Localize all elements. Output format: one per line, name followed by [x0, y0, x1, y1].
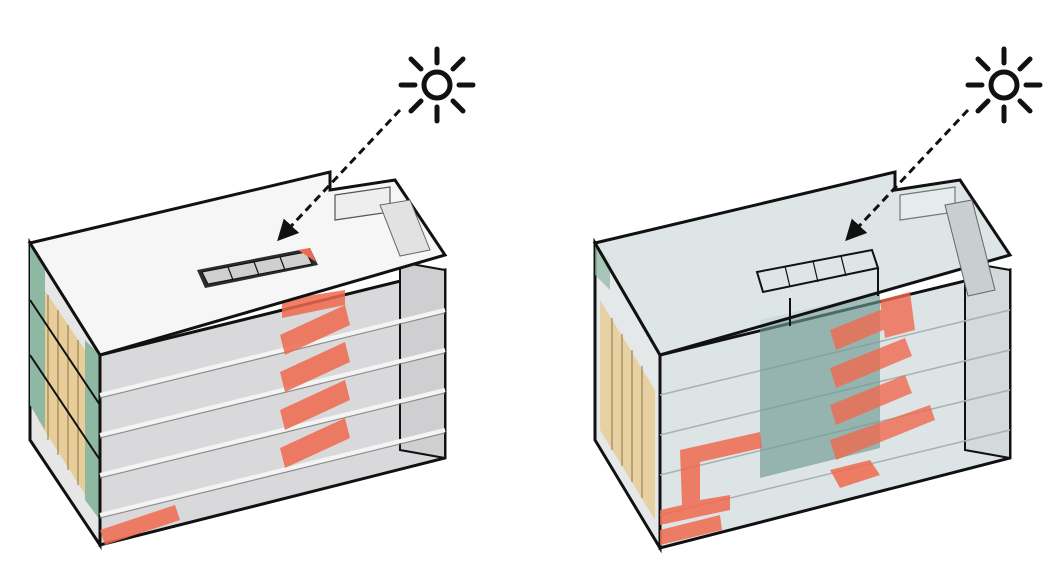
left-panel — [27, 46, 476, 550]
roof-skylight — [755, 248, 880, 326]
ground-floor-circulation — [660, 432, 880, 545]
stair-circulation — [830, 292, 935, 460]
roof-skylight — [197, 248, 318, 288]
light-arrow — [277, 108, 402, 242]
sun-icon — [965, 46, 1043, 124]
light-arrow — [845, 108, 970, 242]
facade-shading — [28, 237, 102, 550]
stair-circulation — [100, 290, 350, 545]
right-panel — [592, 46, 1043, 554]
sun-icon — [398, 46, 476, 124]
